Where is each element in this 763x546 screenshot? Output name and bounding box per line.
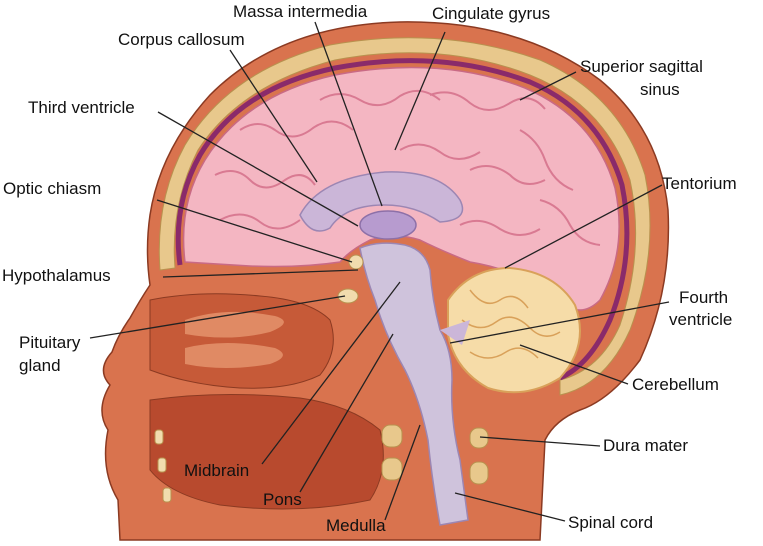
label-fourth-ventricle-1: Fourth [679, 288, 729, 307]
label-dura-mater: Dura mater [603, 436, 689, 455]
leader-lines [89, 21, 670, 522]
label-optic-chiasm: Optic chiasm [3, 179, 102, 198]
massa-intermedia-shape [359, 210, 417, 240]
label-fourth-ventricle-2: ventricle [669, 310, 733, 329]
hypothalamus-shape [348, 254, 364, 270]
cerebellum-shape [447, 266, 581, 394]
nasal-turbinate-2 [185, 343, 283, 368]
label-superior-sagittal-sinus-1: Superior sagittal [580, 57, 703, 76]
vertebrae [381, 424, 489, 485]
fourth-ventricle-shape [440, 320, 470, 345]
teeth [154, 429, 172, 503]
cerebellum-folia [461, 289, 561, 359]
skull-bone [158, 37, 651, 396]
label-third-ventricle: Third ventricle [28, 98, 135, 117]
label-pituitary-gland-2: gland [19, 356, 61, 375]
dura-layer [175, 58, 630, 381]
label-massa-intermedia: Massa intermedia [233, 2, 368, 21]
gyri-folds [214, 89, 601, 246]
label-pons: Pons [263, 490, 302, 509]
label-medulla: Medulla [326, 516, 386, 535]
label-midbrain: Midbrain [184, 461, 250, 480]
label-pituitary-gland-1: Pituitary [19, 333, 81, 352]
label-cerebellum: Cerebellum [632, 375, 719, 394]
label-spinal-cord: Spinal cord [568, 513, 654, 532]
pituitary-shape [337, 288, 359, 304]
label-superior-sagittal-sinus-2: sinus [640, 80, 680, 99]
label-tentorium: Tentorium [662, 174, 737, 193]
label-cingulate-gyrus: Cingulate gyrus [432, 4, 551, 23]
label-hypothalamus: Hypothalamus [2, 266, 111, 285]
nasal-cavity [149, 293, 334, 389]
label-corpus-callosum: Corpus callosum [118, 30, 245, 49]
